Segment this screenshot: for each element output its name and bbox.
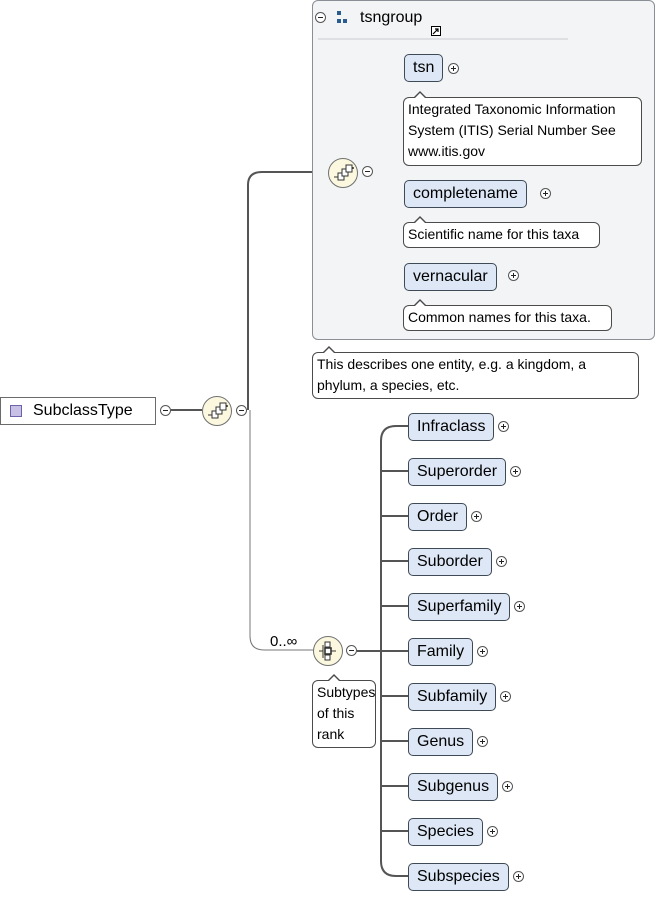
expand-tsn-icon[interactable] [448,63,459,74]
element-tsn[interactable]: tsn [404,54,444,82]
expand-family-icon[interactable] [477,646,488,657]
element-subgenus[interactable]: Subgenus [408,773,499,801]
external-link-icon[interactable] [431,26,441,36]
element-label: Infraclass [417,418,486,435]
element-genus[interactable]: Genus [408,728,474,756]
element-label: vernacular [413,268,488,285]
collapse-group-icon[interactable] [315,12,326,23]
element-label: Subspecies [417,868,500,885]
collapse-main-sequence-icon[interactable] [236,405,247,416]
sequence-icon [208,402,228,419]
element-label: Species [417,823,474,840]
expand-subspecies-icon[interactable] [513,871,524,882]
expand-vernacular-icon[interactable] [508,270,519,281]
element-label: Subfamily [417,688,488,705]
doc-vernacular: Common names for this taxa. [403,299,612,331]
root-element-subclasstype[interactable]: SubclassType [0,397,156,425]
expand-subfamily-icon[interactable] [500,691,511,702]
doc-tsn: Integrated Taxonomic Information System … [403,91,642,166]
element-label: Order [417,508,458,525]
expand-superorder-icon[interactable] [510,466,521,477]
element-label: Superorder [417,463,498,480]
sequence-compositor-main[interactable] [202,396,232,426]
element-label: Subgenus [417,778,490,795]
doc-choice: Subtypes of this rank [312,674,376,748]
doc-text: Subtypes of this rank [317,684,376,742]
doc-tsngroup: This describes one entity, e.g. a kingdo… [312,346,639,399]
element-label: Family [417,643,465,660]
expand-suborder-icon[interactable] [496,556,507,567]
doc-completename: Scientific name for this taxa [403,216,600,248]
expand-infraclass-icon[interactable] [498,421,509,432]
expand-order-icon[interactable] [471,511,482,522]
element-infraclass[interactable]: Infraclass [408,413,495,441]
doc-text: Integrated Taxonomic Information System … [408,101,616,159]
sequence-icon [334,164,354,181]
element-family[interactable]: Family [408,638,474,666]
root-element-label: SubclassType [33,402,133,419]
doc-text: Common names for this taxa. [408,309,591,325]
complex-type-icon [10,405,22,417]
expand-species-icon[interactable] [487,826,498,837]
element-suborder[interactable]: Suborder [408,548,492,576]
expand-genus-icon[interactable] [477,736,488,747]
element-label: completename [413,185,518,202]
element-subfamily[interactable]: Subfamily [408,683,497,711]
element-superfamily[interactable]: Superfamily [408,593,511,621]
element-completename[interactable]: completename [404,180,527,208]
group-title-divider [318,38,568,40]
element-label: Superfamily [417,598,502,615]
element-superorder[interactable]: Superorder [408,458,507,486]
sequence-compositor-group[interactable] [328,158,358,188]
group-icon [337,11,347,23]
expand-subgenus-icon[interactable] [502,781,513,792]
collapse-root-icon[interactable] [160,405,171,416]
doc-text: This describes one entity, e.g. a kingdo… [317,356,586,393]
element-subspecies[interactable]: Subspecies [408,863,509,891]
element-order[interactable]: Order [408,503,467,531]
occurrence-label: 0..∞ [270,633,298,650]
choice-compositor[interactable] [313,636,343,666]
doc-text: Scientific name for this taxa [408,226,580,242]
element-label: Genus [417,733,465,750]
element-label: Suborder [417,553,483,570]
choice-icon [319,641,336,661]
element-label: tsn [413,59,435,76]
collapse-group-sequence-icon[interactable] [362,166,373,177]
group-title: tsngroup [360,9,423,26]
expand-completename-icon[interactable] [540,188,551,199]
collapse-choice-icon[interactable] [346,645,357,656]
expand-superfamily-icon[interactable] [514,601,525,612]
element-vernacular[interactable]: vernacular [404,263,497,291]
element-species[interactable]: Species [408,818,483,846]
